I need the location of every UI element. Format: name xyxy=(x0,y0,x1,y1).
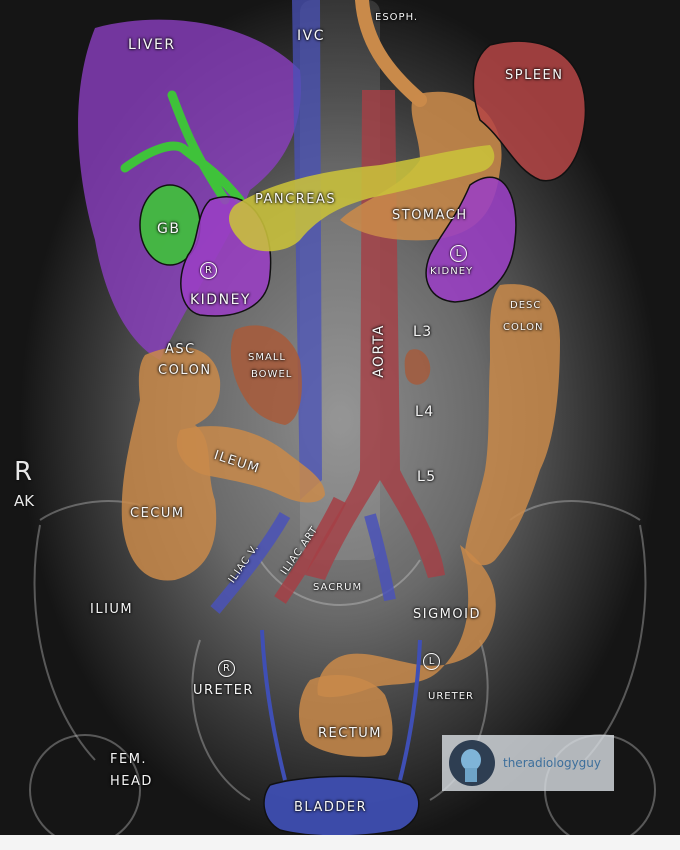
watermark-logo-icon xyxy=(449,740,495,786)
watermark-text: theradiologyguy xyxy=(503,756,601,770)
bile-duct xyxy=(120,90,245,205)
label-small-bowel-1: SMALL xyxy=(248,352,286,363)
label-cecum: CECUM xyxy=(130,506,185,521)
label-right-kidney: KIDNEY xyxy=(190,292,251,308)
ileum-shape xyxy=(176,426,325,503)
label-l3: L3 xyxy=(413,324,433,340)
left-kidney-shape xyxy=(425,176,517,303)
right-ureter-side-marker: R xyxy=(218,660,235,677)
label-esophagus: ESOPH. xyxy=(375,12,419,23)
label-pancreas: PANCREAS xyxy=(255,192,337,207)
label-l4: L4 xyxy=(415,404,435,420)
left-kidney-side-marker: L xyxy=(450,245,467,262)
label-small-bowel-2: BOWEL xyxy=(251,369,293,380)
rectum-shape xyxy=(298,675,393,757)
left-ureter-shape xyxy=(398,639,422,781)
spleen-shape xyxy=(472,40,587,182)
label-rectum: RECTUM xyxy=(318,726,382,741)
side-marker: R xyxy=(14,457,33,487)
label-liver: LIVER xyxy=(128,37,176,53)
bladder-shape xyxy=(263,775,420,835)
sigmoid-shape xyxy=(317,545,496,698)
liver-shape xyxy=(78,19,301,361)
label-left-kidney: KIDNEY xyxy=(430,266,474,277)
label-aorta: AORTA xyxy=(370,324,387,378)
small-bowel-loop xyxy=(404,349,431,385)
label-left-kidney-marker: L xyxy=(450,245,467,262)
label-ilium: ILIUM xyxy=(90,602,134,617)
label-l5: L5 xyxy=(417,469,437,485)
label-desc-colon-2: COLON xyxy=(503,322,544,333)
label-fem-head-1: FEM. xyxy=(110,752,148,767)
label-right-ureter: URETER xyxy=(193,683,254,698)
label-left-ureter-marker: L xyxy=(423,653,440,670)
label-desc-colon-1: DESC xyxy=(510,300,542,311)
right-ureter-shape xyxy=(260,629,287,781)
label-gallbladder: GB xyxy=(157,221,181,237)
label-sacrum: SACRUM xyxy=(313,582,363,593)
right-kidney-side-marker: R xyxy=(200,262,217,279)
label-sigmoid: SIGMOID xyxy=(413,607,481,622)
iliac-artery-shape xyxy=(274,496,347,604)
label-right-ureter-marker: R xyxy=(218,660,235,677)
label-asc-colon-1: ASC xyxy=(165,342,196,357)
ivc-shape xyxy=(292,0,322,500)
label-right-kidney-marker: R xyxy=(200,262,217,279)
pancreas-shape xyxy=(228,145,495,252)
label-ivc: IVC xyxy=(297,28,325,44)
iliac-vein-shape xyxy=(210,512,396,614)
esophagus-shape xyxy=(355,0,427,107)
aorta-shape xyxy=(305,90,445,580)
left-ureter-side-marker: L xyxy=(423,653,440,670)
label-stomach: STOMACH xyxy=(392,208,468,223)
label-asc-colon-2: COLON xyxy=(158,363,212,378)
ascending-colon-shape xyxy=(121,347,221,581)
label-bladder: BLADDER xyxy=(294,800,368,815)
label-fem-head-2: HEAD xyxy=(110,774,153,789)
projection-marker: AK xyxy=(14,492,35,510)
label-left-ureter: URETER xyxy=(428,691,474,702)
descending-colon-shape xyxy=(465,284,560,566)
small-bowel-shape xyxy=(230,325,302,425)
label-spleen: SPLEEN xyxy=(505,68,564,83)
watermark: theradiologyguy xyxy=(442,735,614,791)
